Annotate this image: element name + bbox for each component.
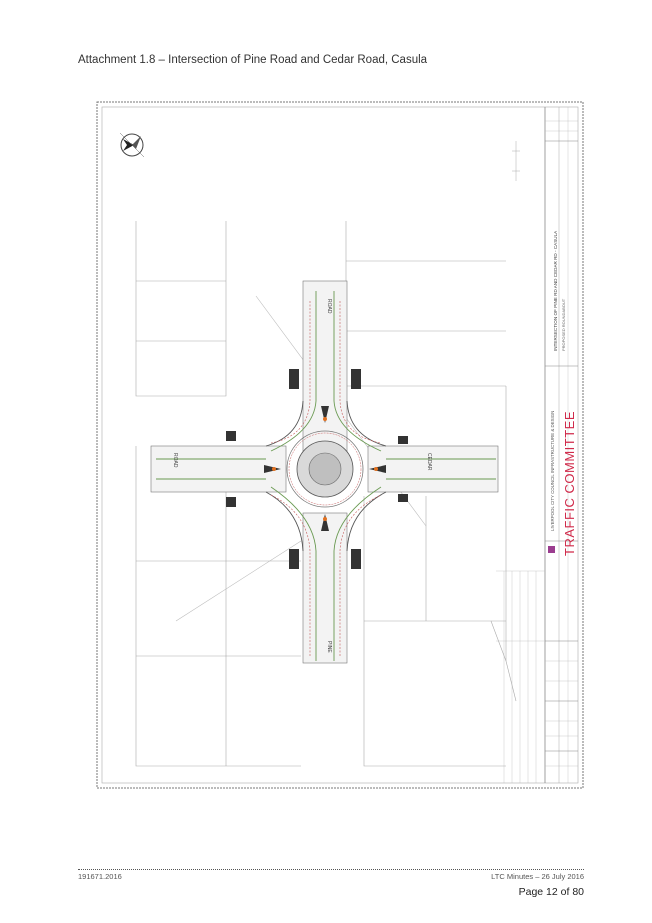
sheet-border	[96, 101, 584, 789]
splitter-islands	[264, 406, 386, 531]
council-line: LIVERPOOL CITY COUNCIL INFRASTRUCTURE & …	[550, 411, 555, 531]
footer-reference: 191671.2016	[78, 872, 122, 881]
street-label-pine-north: ROAD	[326, 299, 332, 314]
roundabout-island	[286, 430, 364, 508]
street-label-cedar-west: ROAD	[172, 453, 178, 468]
subtitle-line: PROPOSED ROUNDABOUT	[561, 298, 566, 351]
roundabout-drawing: LIVERPOOL CITY COUNCIL INFRASTRUCTURE & …	[96, 101, 584, 789]
drawing-svg: LIVERPOOL CITY COUNCIL INFRASTRUCTURE & …	[96, 101, 584, 789]
street-label-cedar-east: CEDAR	[426, 453, 432, 471]
sheet-inner-border	[101, 106, 579, 784]
north-arrow-icon	[119, 132, 145, 158]
street-label-pine-south: PINE	[326, 641, 332, 653]
page-number: Page 12 of 80	[518, 886, 584, 898]
page-heading: Attachment 1.8 – Intersection of Pine Ro…	[78, 54, 428, 66]
dimension-ticks	[512, 141, 520, 181]
footer-rule	[78, 869, 584, 870]
lane-markings-green	[156, 291, 496, 661]
traffic-committee-stamp: TRAFFIC COMMITTEE	[562, 411, 577, 556]
footer-minutes: LTC Minutes – 26 July 2016	[491, 872, 584, 881]
title-line: INTERSECTION OF PINE RD AND CEDAR RD - C…	[553, 230, 558, 351]
council-logo	[548, 546, 555, 553]
lane-markings-red	[270, 301, 382, 656]
kerb-blocks	[226, 369, 408, 569]
title-block: LIVERPOOL CITY COUNCIL INFRASTRUCTURE & …	[496, 107, 578, 783]
